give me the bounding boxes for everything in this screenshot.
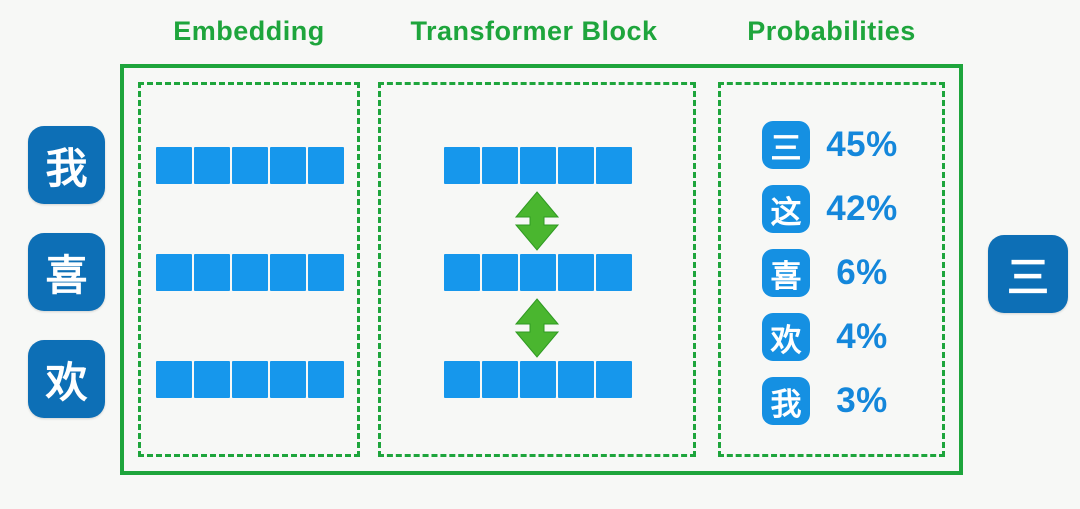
- vector-cell: [558, 361, 594, 398]
- input-token-2: 喜: [28, 233, 105, 311]
- vector-cell: [558, 147, 594, 184]
- vector-cell: [194, 361, 230, 398]
- vector-cell: [596, 254, 632, 291]
- candidate-token: 欢: [762, 313, 810, 361]
- vector-cell: [520, 254, 556, 291]
- transformer-vector-row: [444, 361, 632, 398]
- transformer-section-title: Transformer Block: [410, 16, 658, 46]
- probabilities-section-title: Probabilities: [747, 16, 916, 46]
- transformer-section-box: [378, 82, 696, 457]
- vector-cell: [270, 147, 306, 184]
- embedding-section-title: Embedding: [173, 16, 325, 46]
- vector-cell: [308, 147, 344, 184]
- vector-cell: [444, 147, 480, 184]
- probabilities-section-box: [718, 82, 945, 457]
- candidate-token: 我: [762, 377, 810, 425]
- vector-cell: [596, 147, 632, 184]
- transformer-vector-row: [444, 147, 632, 184]
- vector-cell: [308, 361, 344, 398]
- output-token: 三: [988, 235, 1068, 313]
- vector-cell: [194, 147, 230, 184]
- vector-cell: [156, 254, 192, 291]
- vector-cell: [444, 361, 480, 398]
- embedding-section-box: [138, 82, 360, 457]
- probability-row: 欢 4%: [762, 313, 914, 361]
- probability-row: 这 42%: [762, 185, 914, 233]
- pipeline-container-border: [120, 64, 963, 475]
- double-vertical-arrow-icon: [514, 298, 560, 358]
- probability-value: 6%: [836, 253, 888, 292]
- vector-cell: [596, 361, 632, 398]
- vector-cell: [270, 254, 306, 291]
- embedding-vector-row: [156, 361, 344, 398]
- probability-row: 我 3%: [762, 377, 914, 425]
- transformer-vector-row: [444, 254, 632, 291]
- vector-cell: [194, 254, 230, 291]
- embedding-vector-row: [156, 147, 344, 184]
- vector-cell: [520, 361, 556, 398]
- candidate-token: 三: [762, 121, 810, 169]
- vector-cell: [558, 254, 594, 291]
- probability-row: 三 45%: [762, 121, 914, 169]
- probability-value: 4%: [836, 317, 888, 356]
- vector-cell: [232, 147, 268, 184]
- vector-cell: [444, 254, 480, 291]
- vector-cell: [308, 254, 344, 291]
- probability-row: 喜 6%: [762, 249, 914, 297]
- input-token-1: 我: [28, 126, 105, 204]
- vector-cell: [156, 147, 192, 184]
- embedding-vector-row: [156, 254, 344, 291]
- input-token-3: 欢: [28, 340, 105, 418]
- probability-value: 45%: [826, 125, 898, 164]
- vector-cell: [482, 361, 518, 398]
- vector-cell: [232, 361, 268, 398]
- vector-cell: [520, 147, 556, 184]
- candidate-token: 喜: [762, 249, 810, 297]
- candidate-token: 这: [762, 185, 810, 233]
- vector-cell: [482, 254, 518, 291]
- vector-cell: [482, 147, 518, 184]
- probability-value: 3%: [836, 381, 888, 420]
- double-vertical-arrow-icon: [514, 191, 560, 251]
- vector-cell: [156, 361, 192, 398]
- vector-cell: [270, 361, 306, 398]
- vector-cell: [232, 254, 268, 291]
- probability-value: 42%: [826, 189, 898, 228]
